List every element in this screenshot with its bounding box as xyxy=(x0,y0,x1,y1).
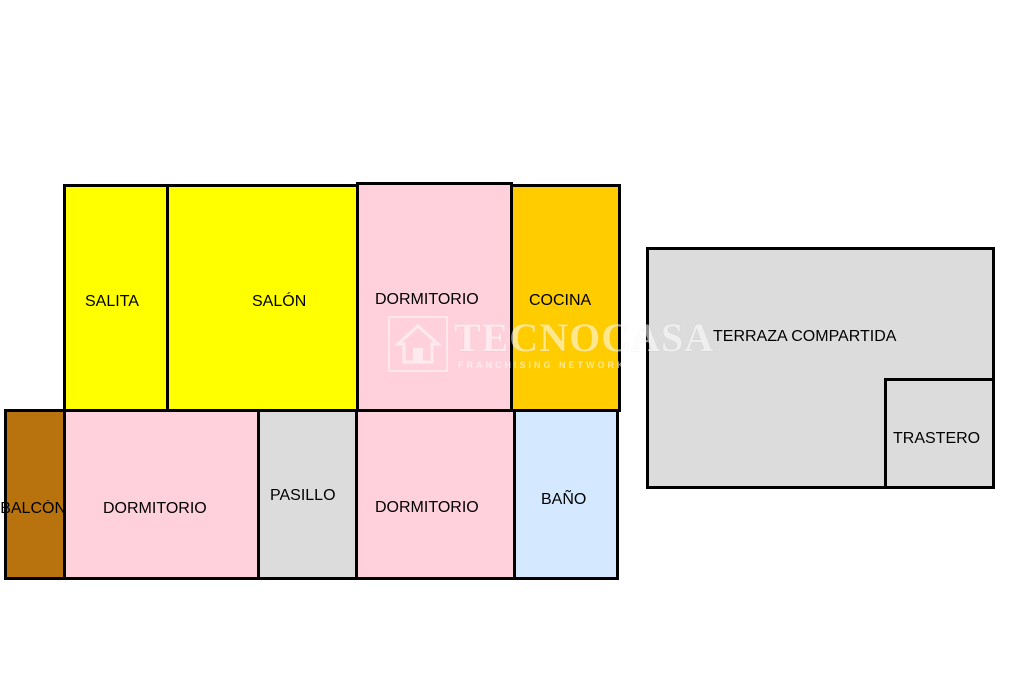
label-salita: SALITA xyxy=(85,293,139,310)
room-cocina xyxy=(510,184,621,412)
label-bano: BAÑO xyxy=(541,491,587,508)
label-dormitorio-bottom-left: DORMITORIO xyxy=(103,500,207,517)
room-dormitorio-bottom-left xyxy=(63,409,260,580)
label-cocina: COCINA xyxy=(529,292,592,309)
label-dormitorio-bottom-right: DORMITORIO xyxy=(375,499,479,516)
room-salon xyxy=(166,184,359,412)
label-salon: SALÓN xyxy=(252,293,307,310)
label-terraza: TERRAZA COMPARTIDA xyxy=(713,328,897,345)
room-salita xyxy=(63,184,169,412)
room-pasillo xyxy=(257,409,358,580)
label-balcon: BALCÓN xyxy=(0,500,66,517)
room-bano xyxy=(513,409,619,580)
room-trastero xyxy=(884,378,995,489)
room-balcon xyxy=(4,409,66,580)
room-dormitorio-bottom-right xyxy=(355,409,516,580)
label-pasillo: PASILLO xyxy=(270,487,336,504)
label-dormitorio-top: DORMITORIO xyxy=(375,291,479,308)
label-trastero: TRASTERO xyxy=(893,430,981,447)
